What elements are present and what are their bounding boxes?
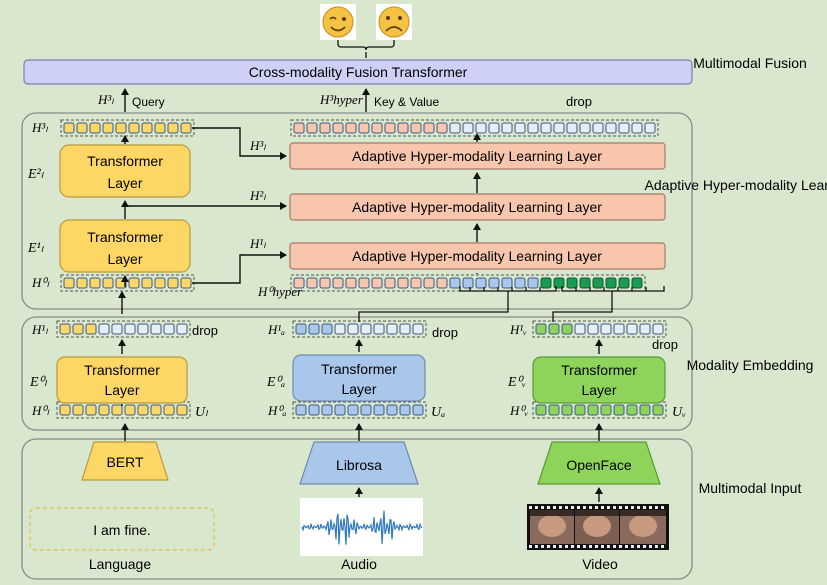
frowning-face-icon bbox=[376, 4, 412, 40]
video-drop-label: drop bbox=[652, 337, 678, 352]
language-caption: Language bbox=[89, 556, 152, 572]
el0-symbol: E⁰ₗ bbox=[29, 375, 48, 390]
transformer-layer-el1-label-1: Transformer bbox=[87, 229, 163, 245]
ha0-row-symbol: H⁰ₐ bbox=[267, 403, 287, 418]
bert-extractor bbox=[81, 441, 169, 481]
hyper3-symbol: H³hyper bbox=[319, 92, 364, 107]
transformer-layer-el0-label-1: Transformer bbox=[84, 362, 160, 378]
video-caption: Video bbox=[582, 556, 618, 572]
fusion-transformer-box bbox=[23, 59, 693, 85]
hl3-query-symbol: H³ₗ bbox=[97, 92, 114, 107]
hl3-row-symbol: H³ₗ bbox=[31, 120, 48, 135]
ul-symbol: Uₗ bbox=[195, 405, 209, 420]
ha1-row-symbol: H¹ₐ bbox=[267, 322, 285, 337]
audio-drop-label: drop bbox=[432, 325, 458, 340]
ea0-symbol: E⁰ₐ bbox=[266, 375, 285, 390]
fusion-transformer-label: Cross-modality Fusion Transformer bbox=[249, 64, 468, 80]
hv1-row-symbol: H¹ᵥ bbox=[509, 322, 527, 337]
hyper-drop-label: drop bbox=[566, 94, 592, 109]
hl2-flow-symbol: H²ₗ bbox=[249, 188, 266, 203]
transformer-layer-ea0-label-2: Layer bbox=[341, 381, 376, 397]
section-title-input: Multimodal Input bbox=[699, 480, 802, 496]
transformer-layer-el0-label-2: Layer bbox=[104, 382, 139, 398]
librosa-label: Librosa bbox=[336, 457, 382, 473]
token-row-hyper3 bbox=[290, 119, 659, 137]
bert-label: BERT bbox=[106, 454, 144, 470]
ua-symbol: Uₐ bbox=[431, 405, 445, 420]
hl0-row-symbol: H⁰ₗ bbox=[31, 403, 50, 418]
video-film-strip-icon bbox=[527, 504, 669, 550]
transformer-layer-el2 bbox=[59, 144, 191, 198]
hl3-flow-symbol: H³ₗ bbox=[249, 138, 266, 153]
arrow-hl1-to-ahl1 bbox=[192, 251, 287, 284]
transformer-layer-el0 bbox=[56, 356, 188, 404]
openface-label: OpenFace bbox=[566, 457, 632, 473]
transformer-layer-el2-label-2: Layer bbox=[107, 175, 142, 191]
token-row-hl3 bbox=[60, 119, 195, 137]
hl1-row-symbol: H¹ₗ bbox=[31, 322, 48, 337]
token-row-hl0 bbox=[56, 401, 191, 419]
language-input-text: I am fine. bbox=[93, 522, 151, 538]
transformer-layer-ev0 bbox=[532, 356, 666, 404]
el1-symbol: E¹ₗ bbox=[27, 241, 45, 256]
token-row-hl1 bbox=[56, 320, 191, 338]
arrow-hl3-to-ahl3 bbox=[192, 127, 287, 160]
ahl-layer-2 bbox=[289, 193, 666, 221]
winking-face-icon bbox=[320, 4, 356, 40]
openface-extractor bbox=[537, 441, 661, 485]
ahl-layer-1-label: Adaptive Hyper-modality Learning Layer bbox=[352, 248, 602, 264]
video-to-hyper-bracket bbox=[552, 286, 665, 322]
token-row-hv1 bbox=[532, 320, 667, 338]
token-row-ha1 bbox=[292, 320, 427, 338]
hyper0-symbol: H⁰hyper bbox=[257, 284, 303, 299]
language-drop-label: drop bbox=[192, 323, 218, 338]
audio-to-hyper-bracket bbox=[358, 286, 557, 322]
ahl-layer-3-label: Adaptive Hyper-modality Learning Layer bbox=[352, 148, 602, 164]
language-input-box bbox=[29, 507, 215, 551]
ahl-layer-2-label: Adaptive Hyper-modality Learning Layer bbox=[352, 199, 602, 215]
section-title-embedding: Modality Embedding bbox=[687, 357, 814, 373]
input-section-box bbox=[21, 438, 693, 580]
section-title-fusion: Multimodal Fusion bbox=[693, 55, 807, 71]
key-value-label: Key & Value bbox=[374, 95, 439, 109]
librosa-extractor bbox=[299, 441, 419, 485]
token-row-hv0 bbox=[532, 401, 667, 419]
token-row-hl0-adaptive bbox=[60, 274, 195, 292]
hl1-flow-symbol: H¹ₗ bbox=[249, 236, 266, 251]
audio-caption: Audio bbox=[341, 556, 377, 572]
hl0-adaptive-row-symbol: H⁰ₗ bbox=[31, 275, 50, 290]
transformer-layer-el2-label-1: Transformer bbox=[87, 153, 163, 169]
transformer-layer-ev0-label-2: Layer bbox=[581, 382, 616, 398]
section-title-adaptive: Adaptive Hyper-modality Learning bbox=[645, 177, 827, 193]
token-row-ha0 bbox=[292, 401, 427, 419]
hv0-row-symbol: H⁰ᵥ bbox=[509, 403, 529, 418]
transformer-layer-el1-label-2: Layer bbox=[107, 251, 142, 267]
token-row-hyper0 bbox=[290, 274, 646, 292]
transformer-layer-el1 bbox=[59, 219, 191, 273]
transformer-layer-ev0-label-1: Transformer bbox=[561, 362, 637, 378]
ahl-layer-1 bbox=[289, 242, 666, 270]
ev0-symbol: E⁰ᵥ bbox=[507, 375, 526, 390]
audio-waveform-icon bbox=[301, 510, 423, 545]
ahl-layer-3 bbox=[289, 142, 666, 170]
query-label: Query bbox=[132, 95, 165, 109]
el2-symbol: E²ₗ bbox=[27, 167, 45, 182]
embedding-section-box bbox=[21, 316, 693, 431]
transformer-layer-ea0-label-1: Transformer bbox=[321, 361, 397, 377]
uv-symbol: Uᵥ bbox=[672, 405, 686, 420]
output-brace bbox=[337, 40, 395, 51]
transformer-layer-ea0 bbox=[292, 354, 426, 402]
adaptive-section-box bbox=[21, 112, 693, 310]
